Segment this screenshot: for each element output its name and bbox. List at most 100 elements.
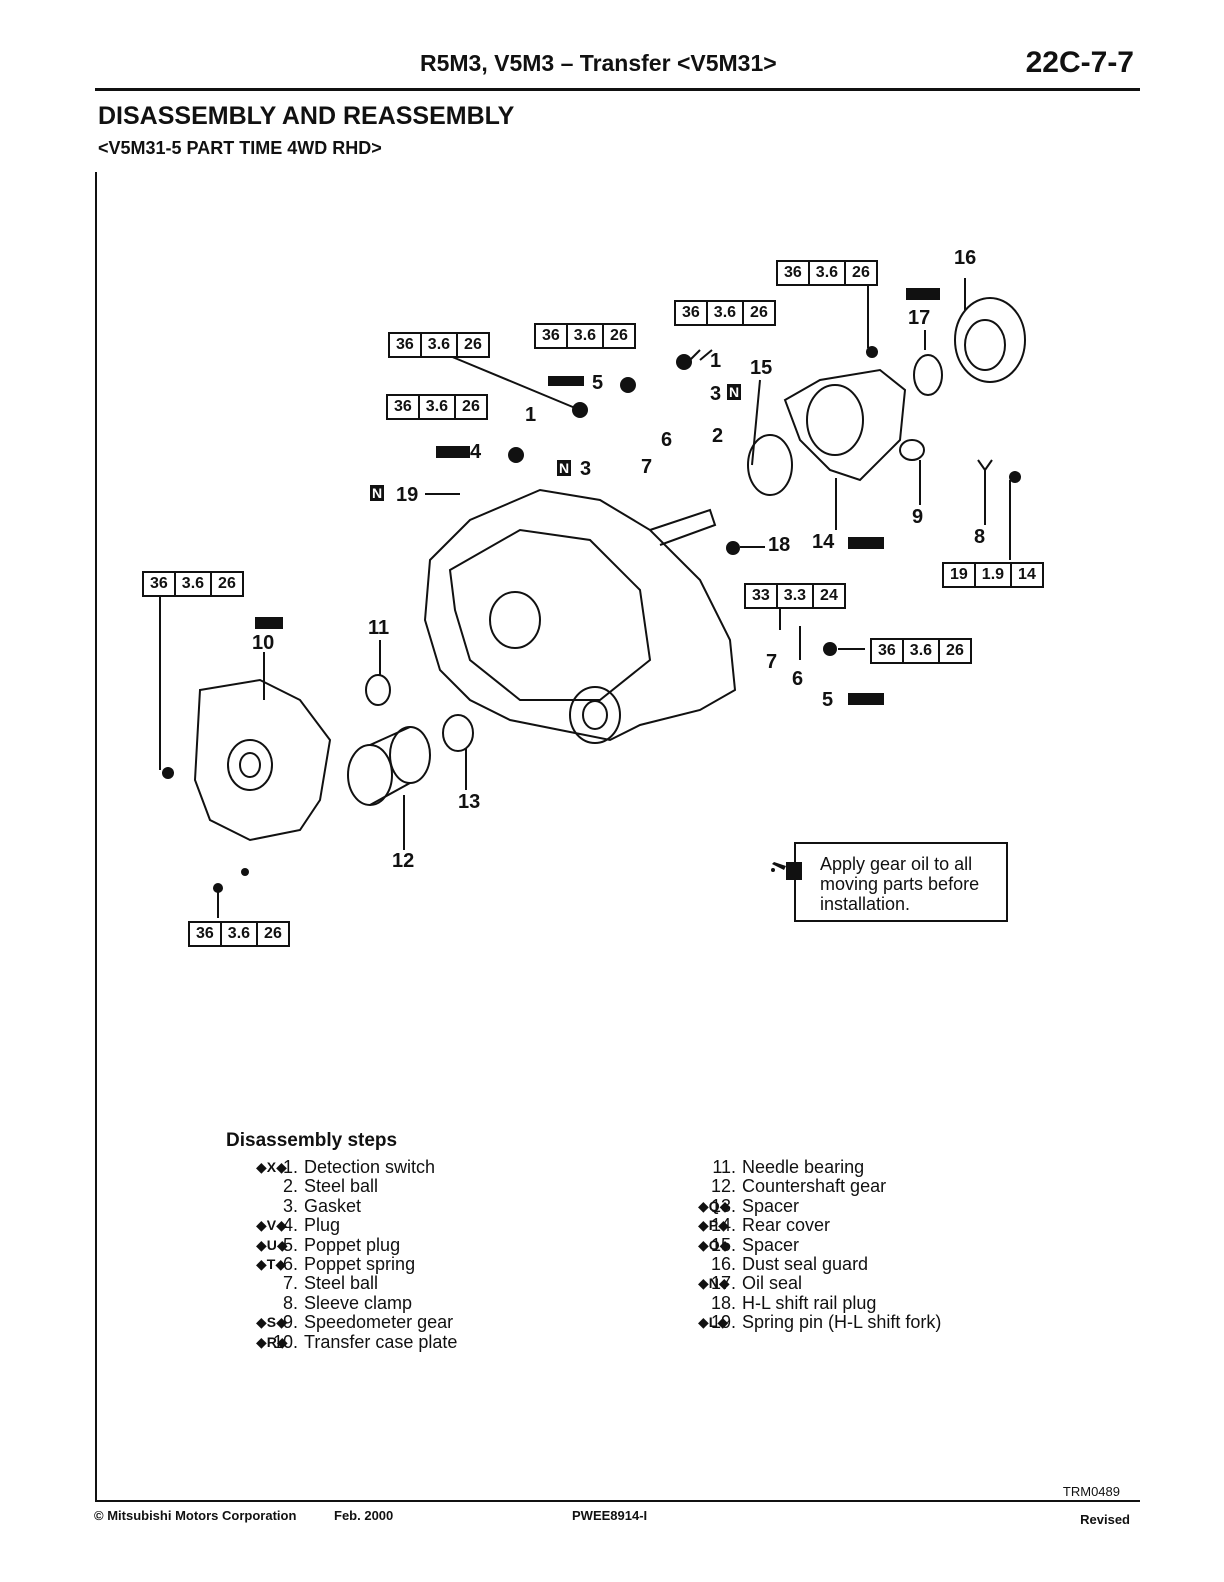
step-number: 17. bbox=[710, 1273, 736, 1294]
callout-19: 19 bbox=[396, 484, 419, 506]
service-mark: ◆L◆ bbox=[698, 1314, 729, 1331]
step-number: 13. bbox=[710, 1195, 736, 1216]
callout-17: 17 bbox=[908, 307, 931, 329]
sealant-tube-icon bbox=[548, 376, 584, 386]
callout-9: 9 bbox=[912, 506, 924, 528]
transfer-case-plate bbox=[193, 678, 332, 842]
step-number: 15. bbox=[710, 1234, 736, 1255]
callout-n-badge: N bbox=[557, 460, 572, 476]
step-number: 12. bbox=[710, 1176, 736, 1197]
needle-bearing bbox=[365, 674, 391, 706]
service-mark: ◆R◆ bbox=[256, 1333, 288, 1350]
step-item: ◆Q◆13. Spacer bbox=[698, 1195, 1018, 1216]
step-label: Detection switch bbox=[304, 1157, 436, 1177]
callout-12: 12 bbox=[392, 850, 415, 872]
step-item: ◆O◆15.Spacer bbox=[698, 1234, 1018, 1255]
step-item: ◆R◆10. Transfer case plate bbox=[256, 1331, 556, 1352]
steps-heading: Disassembly steps bbox=[226, 1130, 398, 1151]
callout-7: 7 bbox=[641, 456, 653, 478]
section-subtitle: <V5M31-5 PART TIME 4WD RHD> bbox=[98, 138, 382, 158]
step-item: ◆P◆14.Rear cover bbox=[698, 1215, 1018, 1236]
service-mark: ◆P◆ bbox=[698, 1217, 729, 1234]
callout-16: 16 bbox=[954, 247, 977, 269]
speedometer-gear bbox=[899, 439, 925, 461]
footer-date: Feb. 2000 bbox=[334, 1508, 394, 1523]
step-label: Transfer case plate bbox=[304, 1331, 458, 1352]
step-item: 11. Needle bearing bbox=[698, 1157, 1018, 1177]
step-number: 6. bbox=[282, 1253, 298, 1274]
service-mark: ◆N◆ bbox=[698, 1275, 730, 1292]
section-title: DISASSEMBLY AND REASSEMBLY bbox=[98, 102, 515, 130]
callout-1: 1 bbox=[525, 404, 537, 426]
revision-status: Revised bbox=[1080, 1512, 1130, 1527]
callout-13: 13 bbox=[458, 791, 481, 813]
step-number: 2. bbox=[282, 1176, 298, 1197]
step-label: Spacer bbox=[742, 1195, 800, 1216]
callout-n-badge: N bbox=[727, 384, 742, 400]
spacer-13 bbox=[442, 714, 474, 752]
sealant-tube-icon bbox=[848, 693, 884, 705]
callout-5: 5 bbox=[822, 689, 834, 711]
callout-15: 15 bbox=[750, 357, 773, 379]
step-number: 9. bbox=[282, 1312, 298, 1333]
step-item: ◆N◆17. Oil seal bbox=[698, 1273, 1018, 1294]
step-item: 7.Steel ball bbox=[256, 1273, 556, 1294]
step-number: 3. bbox=[282, 1195, 298, 1216]
callout-1: 1 bbox=[710, 350, 722, 372]
footer-rule bbox=[95, 1500, 1140, 1502]
sealant-tube-icon bbox=[255, 617, 283, 629]
step-number: 11. bbox=[712, 1157, 736, 1177]
rear-cover bbox=[783, 368, 907, 482]
sealant-tube-icon bbox=[436, 446, 470, 458]
step-item: ◆T◆6.Poppet spring bbox=[256, 1253, 556, 1274]
step-number: 16. bbox=[710, 1253, 736, 1274]
step-item: ◆S◆9.Speedometer gear bbox=[256, 1312, 556, 1333]
step-item: ◆L◆19.Spring pin (H-L shift fork) bbox=[698, 1312, 1018, 1333]
service-mark: ◆O◆ bbox=[698, 1236, 731, 1253]
step-label: H-L shift rail plug bbox=[742, 1292, 877, 1313]
step-number: 8. bbox=[282, 1292, 298, 1313]
step-label: Needle bearing bbox=[742, 1157, 865, 1177]
step-label: Rear cover bbox=[742, 1215, 831, 1236]
service-mark: ◆X◆ bbox=[256, 1159, 287, 1175]
callout-18: 18 bbox=[768, 534, 791, 556]
header-title: R5M3, V5M3 – Transfer <V5M31> bbox=[420, 50, 777, 76]
step-label: Dust seal guard bbox=[742, 1253, 869, 1274]
service-mark: ◆T◆ bbox=[256, 1255, 287, 1272]
callout-4: 4 bbox=[470, 441, 482, 463]
sleeve-clamp bbox=[977, 459, 993, 485]
step-label: Steel ball bbox=[304, 1273, 379, 1294]
callout-n-badge: N bbox=[370, 485, 385, 501]
header-rule bbox=[95, 88, 1140, 91]
step-item: 8.Sleeve clamp bbox=[256, 1292, 556, 1313]
step-item: 16. Dust seal guard bbox=[698, 1253, 1018, 1274]
callout-5: 5 bbox=[592, 372, 604, 394]
spacer-ring bbox=[747, 434, 793, 496]
copyright: © Mitsubishi Motors Corporation bbox=[94, 1508, 297, 1523]
step-label: Oil seal bbox=[742, 1273, 803, 1294]
callout-8: 8 bbox=[974, 526, 986, 548]
step-item: 18.H-L shift rail plug bbox=[698, 1292, 1018, 1313]
page-number: 22C-7-7 bbox=[1025, 46, 1134, 79]
sealant-tube-icon bbox=[848, 537, 884, 549]
callout-3: 3 bbox=[580, 458, 592, 480]
step-number: 10. bbox=[272, 1331, 298, 1352]
oil-seal bbox=[913, 354, 943, 396]
step-label: Plug bbox=[304, 1215, 341, 1236]
step-number: 5. bbox=[282, 1234, 298, 1255]
step-label: Spring pin (H-L shift fork) bbox=[742, 1312, 942, 1333]
callout-14: 14 bbox=[812, 531, 835, 553]
step-label: Gasket bbox=[304, 1195, 362, 1216]
service-mark: ◆Q◆ bbox=[698, 1197, 731, 1214]
